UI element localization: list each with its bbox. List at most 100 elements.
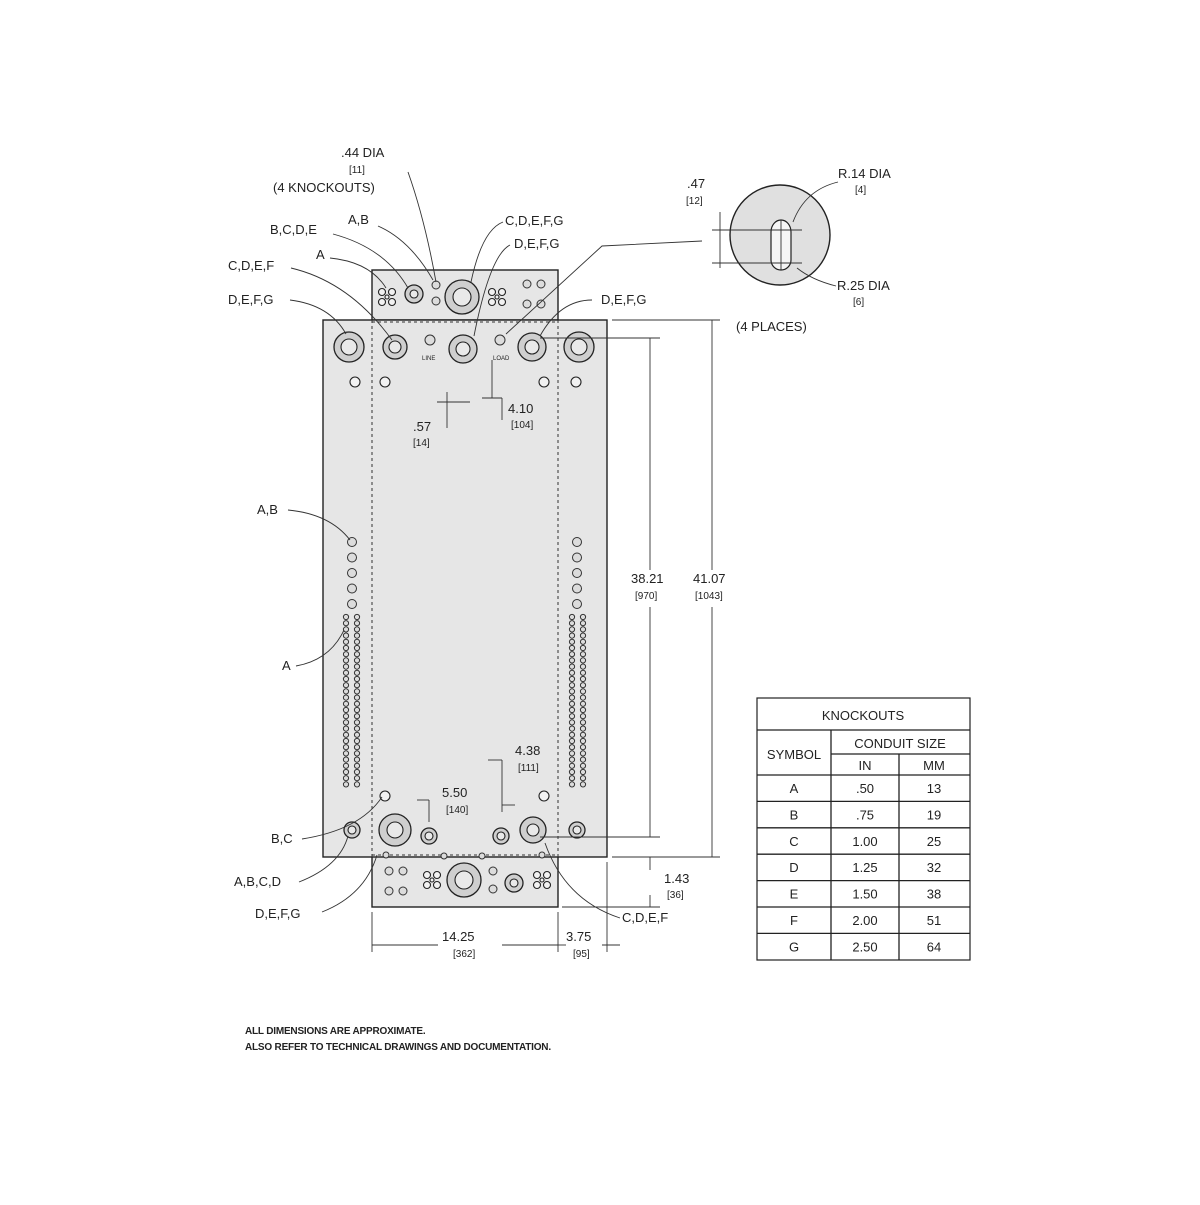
side-hole-small <box>579 781 587 788</box>
side-hole-small <box>353 682 361 689</box>
top-dia-label: .44 DIA <box>341 145 385 160</box>
cross-knockout-icon <box>487 287 507 307</box>
side-hole-small <box>579 731 587 738</box>
side-hole-small <box>353 737 361 745</box>
cross-knockout-icon <box>532 870 552 890</box>
side-hole-small <box>568 657 576 664</box>
side-hole-small <box>353 620 361 627</box>
cross-knockout-icon <box>377 287 397 307</box>
side-hole-small <box>342 638 350 645</box>
dim-438-mm: [111] <box>518 763 539 774</box>
keyhole-places: (4 PLACES) <box>736 319 807 334</box>
side-hole-small <box>568 688 576 695</box>
side-hole-small <box>579 775 587 782</box>
dim-143: 1.43 <box>664 871 689 886</box>
table-cell-symbol: D <box>789 860 798 875</box>
side-hole-small <box>353 744 361 751</box>
side-hole-small <box>579 756 587 763</box>
side-hole-small <box>342 620 350 627</box>
table-cell-in: 2.50 <box>852 939 877 954</box>
table-cell-mm: 38 <box>927 887 941 902</box>
table-cell-mm: 19 <box>927 807 941 822</box>
side-hole-small <box>342 663 350 670</box>
side-hole-small <box>353 731 361 738</box>
side-hole-small <box>353 756 361 763</box>
line-label: LINE <box>422 356 435 362</box>
callout-ab-top: A,B <box>348 212 369 227</box>
side-hole-small <box>568 675 576 683</box>
callout-cdefg-top: C,D,E,F,G <box>505 213 564 228</box>
table-cell-mm: 51 <box>927 913 941 928</box>
side-hole-small <box>342 700 350 707</box>
side-hole-small <box>342 744 350 751</box>
table-cell-symbol: B <box>790 807 799 822</box>
top-flange-knockouts <box>377 279 546 315</box>
dim-438: 4.38 <box>515 743 540 758</box>
table-cell-symbol: A <box>790 781 799 796</box>
top-dia-mm-label: [11] <box>349 165 365 176</box>
callout-defg-top-right: D,E,F,G <box>601 292 647 307</box>
dim-4107-mm: [1043] <box>695 591 723 602</box>
keyhole-r14: R.14 DIA <box>838 166 891 181</box>
side-hole-small <box>353 768 361 776</box>
table-conduit-header: CONDUIT SIZE <box>854 736 946 751</box>
footnotes: ALL DIMENSIONS ARE APPROXIMATE. ALSO REF… <box>245 1026 552 1053</box>
callout-bc-left: B,C <box>271 831 293 846</box>
keyhole-047: .47 <box>687 176 705 191</box>
table-cell-in: 1.50 <box>852 887 877 902</box>
note-line-2: ALSO REFER TO TECHNICAL DRAWINGS AND DOC… <box>245 1042 551 1053</box>
side-hole-small <box>342 731 350 738</box>
side-hole-small <box>342 781 350 788</box>
side-hole-small <box>579 706 587 714</box>
side-hole-small <box>353 688 361 695</box>
side-hole-small <box>342 644 350 652</box>
side-hole-small <box>568 620 576 627</box>
side-hole-small <box>353 719 361 726</box>
side-hole-small <box>353 632 361 639</box>
table-cell-symbol: E <box>790 887 799 902</box>
side-hole-small <box>579 663 587 670</box>
table-title: KNOCKOUTS <box>822 708 905 723</box>
side-hole-small <box>342 750 350 757</box>
side-hole-small <box>568 725 576 732</box>
dim-3821: 38.21 <box>631 571 664 586</box>
side-hole-small <box>353 657 361 664</box>
dimension-lines <box>371 319 720 952</box>
dim-375: 3.75 <box>566 929 591 944</box>
side-hole-small <box>353 644 361 652</box>
callout-defg-top-mid: D,E,F,G <box>514 236 560 251</box>
table-row-lines <box>757 800 970 935</box>
dimension-labels: .57 [14] 4.10 [104] 38.21 [970] 41.07 [1… <box>413 401 726 960</box>
side-hole-small <box>342 719 350 726</box>
side-hole-small <box>568 750 576 757</box>
enclosure-outline <box>322 269 608 908</box>
table-cell-mm: 13 <box>927 781 941 796</box>
side-hole-small <box>342 675 350 683</box>
side-hole-small <box>342 768 350 776</box>
dim-375-mm: [95] <box>573 949 590 960</box>
table-cell-symbol: C <box>789 834 798 849</box>
side-hole-small <box>568 731 576 738</box>
dim-1425-mm: [362] <box>453 949 475 960</box>
dim-3821-mm: [970] <box>635 591 657 602</box>
load-label: LOAD <box>493 356 510 362</box>
bottom-row-knockouts <box>343 790 586 860</box>
dim-057-mm: [14] <box>413 438 430 449</box>
table-cell-in: 2.00 <box>852 913 877 928</box>
side-hole-small <box>568 651 576 658</box>
side-hole <box>572 583 582 594</box>
side-hole-small <box>568 775 576 782</box>
side-hole-small <box>568 626 576 633</box>
dim-1425: 14.25 <box>442 929 475 944</box>
side-hole-small <box>353 694 361 701</box>
side-hole-small <box>342 651 350 658</box>
side-hole-small <box>353 706 361 714</box>
leader-lines <box>287 171 703 919</box>
side-hole <box>347 568 357 578</box>
dim-550: 5.50 <box>442 785 467 800</box>
keyhole-r25-mm: [6] <box>853 297 864 308</box>
side-hole-small <box>579 688 587 695</box>
dim-410-mm: [104] <box>511 420 533 431</box>
